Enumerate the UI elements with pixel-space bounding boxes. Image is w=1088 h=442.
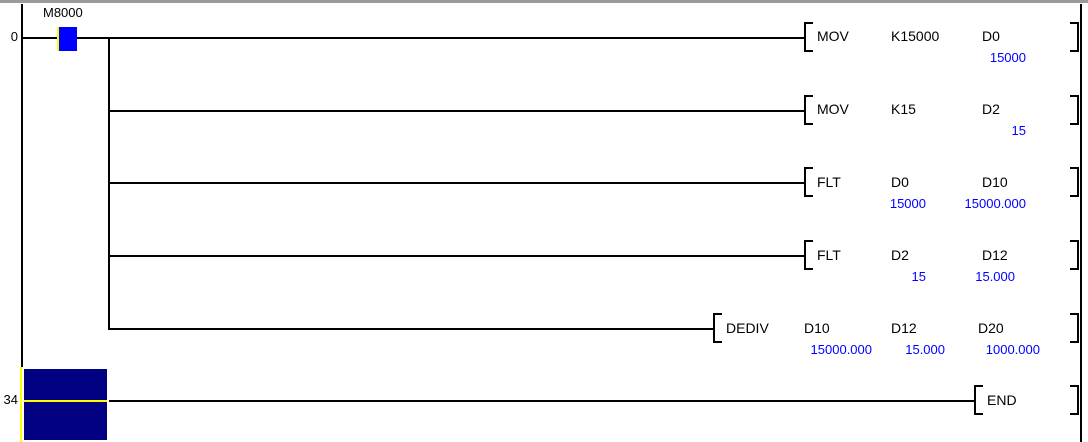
operand-1-flt-1[interactable]: D0: [891, 174, 909, 190]
operand-1-flt-2[interactable]: D2: [891, 247, 909, 263]
operand-1-dediv[interactable]: D10: [804, 320, 830, 336]
rung-step-number-34: 34: [3, 392, 18, 407]
operand-2-flt-1[interactable]: D10: [982, 174, 1008, 190]
monitor-value-operand-2-mov-1: 15000: [989, 50, 1026, 65]
operand-3-dediv[interactable]: D20: [978, 320, 1004, 336]
operand-1-mov-2[interactable]: K15: [891, 101, 916, 117]
instruction-bracket-open-flt-1: [804, 167, 813, 197]
instruction-mnemonic-dediv[interactable]: DEDIV: [726, 320, 769, 336]
wire-row-mov-1: [110, 37, 804, 39]
instruction-bracket-open-end: [974, 385, 983, 415]
instruction-bracket-close-mov-2: [1070, 95, 1079, 125]
operand-2-mov-1[interactable]: D0: [982, 28, 1000, 44]
operand-2-mov-2[interactable]: D2: [982, 101, 1000, 117]
wire-row-mov-2: [110, 110, 804, 112]
top-divider-highlight: [0, 3, 1088, 4]
contact-label-m8000: M8000: [43, 5, 83, 20]
instruction-bracket-close-end: [1070, 385, 1079, 415]
operand-1-mov-1[interactable]: K15000: [891, 28, 940, 44]
instruction-mnemonic-end[interactable]: END: [987, 392, 1017, 408]
instruction-mnemonic-flt-1[interactable]: FLT: [817, 174, 841, 190]
left-power-rail: [21, 4, 23, 442]
selection-cursor-block[interactable]: [22, 367, 109, 442]
monitor-value-operand-2-flt-2: 15.000: [975, 269, 1015, 284]
monitor-value-operand-1-flt-1: 15000: [889, 196, 926, 211]
rung-step-number-0: 0: [10, 29, 18, 44]
instruction-bracket-open-flt-2: [804, 240, 813, 270]
instruction-bracket-close-flt-2: [1070, 240, 1079, 270]
instruction-bracket-close-mov-1: [1070, 22, 1079, 52]
wire-row-end: [109, 400, 974, 402]
wire-row-dediv: [110, 328, 713, 330]
wire-contact-to-branch: [77, 37, 110, 39]
monitor-value-operand-1-dediv: 15000.000: [810, 342, 872, 357]
instruction-mnemonic-mov-2[interactable]: MOV: [817, 101, 849, 117]
branch-vertical-trunk: [108, 37, 110, 330]
contact-m8000[interactable]: [57, 27, 77, 51]
monitor-value-operand-2-flt-1: 15000.000: [964, 196, 1026, 211]
instruction-bracket-close-flt-1: [1070, 167, 1079, 197]
wire-row-flt-1: [110, 182, 804, 184]
instruction-mnemonic-mov-1[interactable]: MOV: [817, 28, 849, 44]
right-power-rail: [1080, 4, 1082, 442]
operand-2-dediv[interactable]: D12: [891, 320, 917, 336]
instruction-bracket-open-dediv: [713, 313, 722, 343]
instruction-bracket-close-dediv: [1070, 313, 1079, 343]
monitor-value-operand-3-dediv: 1000.000: [985, 342, 1040, 357]
wire-rail-to-contact: [23, 37, 57, 39]
monitor-value-operand-1-flt-2: 15: [911, 269, 926, 284]
monitor-value-operand-2-mov-2: 15: [1011, 123, 1026, 138]
monitor-value-operand-2-dediv: 15.000: [905, 342, 945, 357]
operand-2-flt-2[interactable]: D12: [982, 247, 1008, 263]
selection-cursor-midline: [24, 400, 107, 402]
instruction-bracket-open-mov-2: [804, 95, 813, 125]
instruction-mnemonic-flt-2[interactable]: FLT: [817, 247, 841, 263]
top-divider-bar: [0, 0, 1088, 4]
wire-row-flt-2: [110, 255, 804, 257]
instruction-bracket-open-mov-1: [804, 22, 813, 52]
